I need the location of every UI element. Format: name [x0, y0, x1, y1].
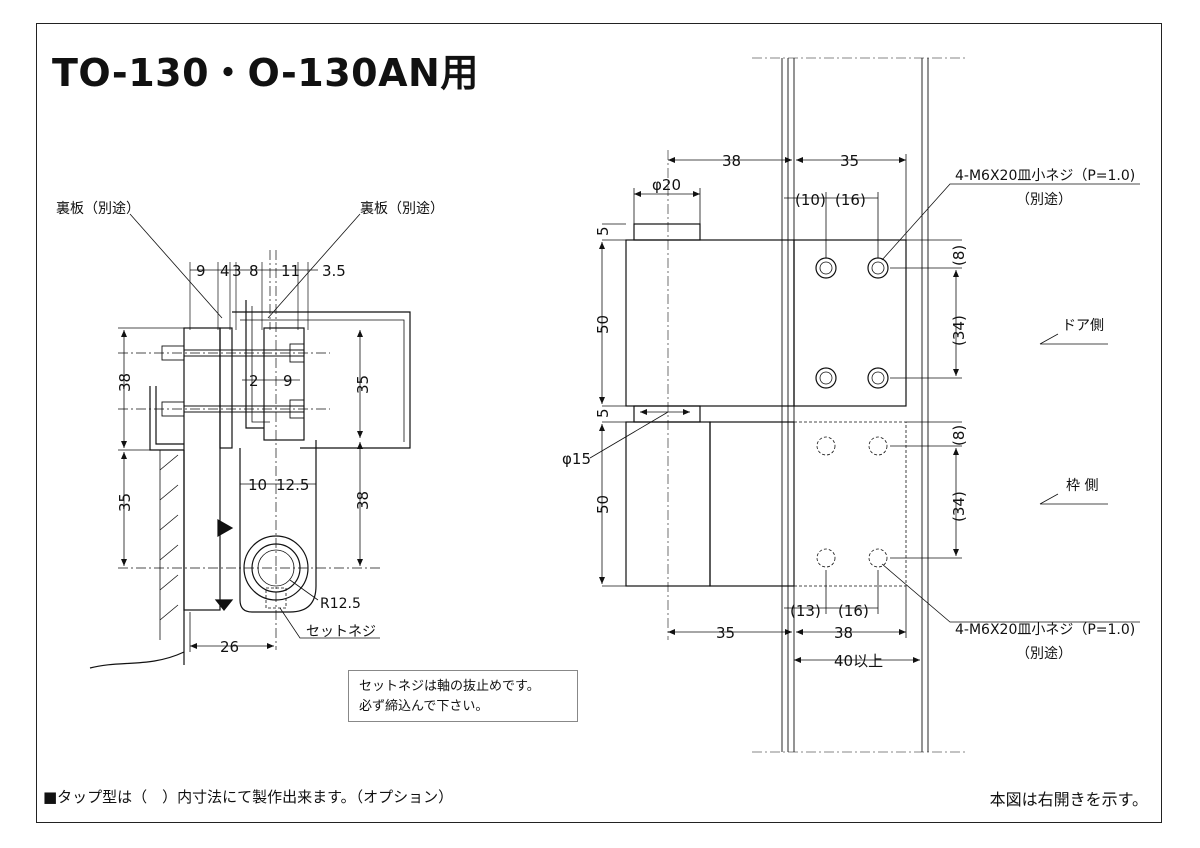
door-side-label: ドア側 [1062, 318, 1104, 334]
dim-50-top: 50 [594, 315, 612, 334]
dim-50-bottom: 50 [594, 495, 612, 514]
dim-35-right: 35 [354, 375, 372, 394]
dim-4: 4 [220, 262, 230, 280]
dim-35-left: 35 [116, 493, 134, 512]
dim-phi15: φ15 [562, 450, 591, 468]
setscrew-label: セットネジ [306, 624, 376, 640]
dim-16-bottom: (16) [838, 602, 869, 620]
dim-10-paren: (10) [795, 191, 826, 209]
screw-label-bottom-1: 4-M6X20皿小ネジ（P=1.0) [955, 622, 1135, 638]
dim-10: 10 [248, 476, 267, 494]
dim-12-5: 12.5 [276, 476, 309, 494]
drawing-frame [36, 23, 1162, 823]
dim-bottom-35: 35 [716, 624, 735, 642]
setscrew-note-box: セットネジは軸の抜止めです。 必ず締込んで下さい。 [348, 670, 578, 722]
dim-38-left: 38 [116, 373, 134, 392]
backplate-label-right: 裏板（別途） [360, 200, 444, 217]
radius-label: R12.5 [320, 596, 361, 612]
footnote-tap-option: ■タップ型は（ ）内寸法にて製作出来ます。（オプション） [43, 788, 454, 806]
dim-38-right: 38 [354, 491, 372, 510]
backplate-label-left: 裏板（別途） [56, 200, 140, 217]
note-line-1: セットネジは軸の抜止めです。 [359, 679, 540, 694]
note-line-2: 必ず締込んで下さい。 [359, 699, 489, 714]
dim-2: 2 [249, 372, 259, 390]
dim-top-38: 38 [722, 152, 741, 170]
dim-3: 3 [232, 262, 242, 280]
right-elevation-view [589, 57, 1140, 753]
screw-label-top-1: 4-M6X20皿小ネジ（P=1.0) [955, 168, 1135, 184]
footnote-right-opening: 本図は右開きを示す。 [989, 790, 1148, 809]
dim-9b: 9 [283, 372, 293, 390]
dim-40: 40以上 [834, 652, 883, 670]
dim-top-35: 35 [840, 152, 859, 170]
frame-side-label: 枠 側 [1066, 478, 1098, 494]
dim-8-bottom: (8) [950, 425, 968, 446]
dim-8-top: (8) [950, 245, 968, 266]
page-title: TO-130・O-130AN用 [52, 51, 479, 95]
dim-bottom-38: 38 [834, 624, 853, 642]
screw-label-top-2: （別途） [1016, 191, 1072, 208]
dim-34-bottom: (34) [950, 491, 968, 522]
dim-3-5: 3.5 [322, 262, 346, 280]
dim-34-top: (34) [950, 315, 968, 346]
dim-5-top: 5 [594, 226, 612, 236]
dim-phi20: φ20 [652, 176, 681, 194]
screw-label-bottom-2: （別途） [1016, 645, 1072, 662]
dim-11: 11 [281, 262, 300, 280]
dim-9: 9 [196, 262, 206, 280]
dim-26: 26 [220, 638, 239, 656]
dim-8: 8 [249, 262, 259, 280]
dim-13: (13) [790, 602, 821, 620]
dim-5-mid: 5 [594, 408, 612, 418]
dim-16-top: (16) [835, 191, 866, 209]
left-section-view [89, 213, 411, 669]
